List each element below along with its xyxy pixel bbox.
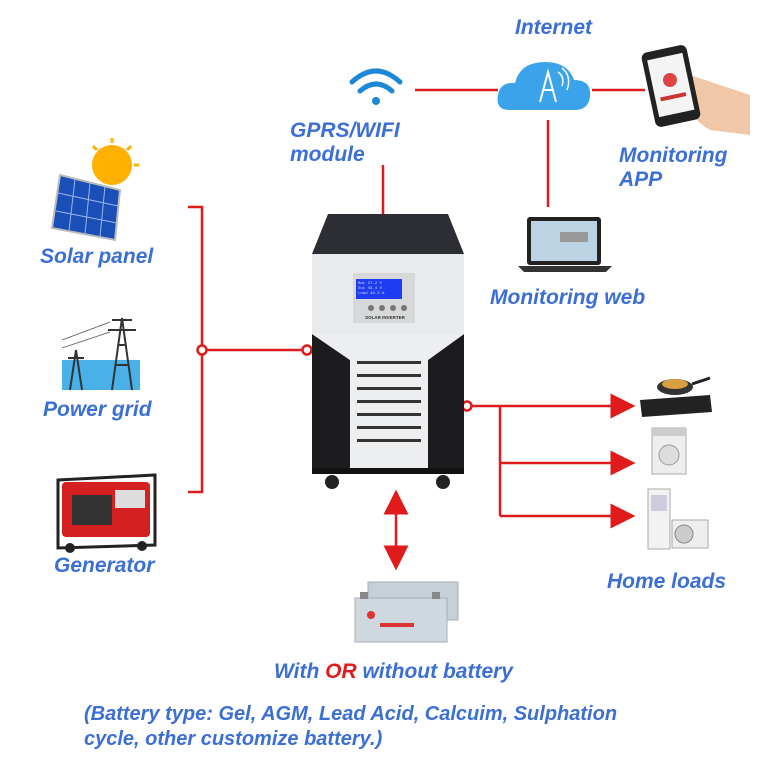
- battery-prefix: With: [274, 660, 326, 683]
- cloud-icon: [497, 62, 591, 110]
- solar-panel-icon: [50, 138, 139, 242]
- laptop-monitoring-icon: [518, 217, 612, 272]
- home-loads-label: Home loads: [607, 570, 727, 593]
- gprs-wifi-label-line2: module: [290, 143, 365, 166]
- battery-note-line1: (Battery type: Gel, AGM, Lead Acid, Calc…: [84, 703, 618, 725]
- battery-type-note: (Battery type: Gel, AGM, Lead Acid, Calc…: [84, 702, 617, 752]
- monitoring-app-label-line1: Monitoring: [619, 144, 728, 167]
- washing-machine-icon: [651, 427, 687, 475]
- power-grid-label: Power grid: [43, 398, 152, 421]
- inverter-brand-text: SOLAR INVERTER: [365, 315, 406, 320]
- battery-note-line2: cycle, other customize battery.): [84, 728, 383, 750]
- connection-lines: [188, 88, 645, 571]
- monitoring-web-label: Monitoring web: [490, 286, 646, 309]
- svg-text:Load 46.3 A: Load 46.3 A: [358, 291, 385, 296]
- battery-option-label: With OR without battery: [274, 660, 513, 684]
- monitoring-app-label-line2: APP: [619, 168, 663, 191]
- battery-or-highlight: OR: [325, 660, 357, 683]
- generator-label: Generator: [54, 554, 155, 577]
- wifi-icon: [349, 68, 403, 105]
- gprs-wifi-label-line1: GPRS/WIFI: [290, 119, 400, 142]
- air-conditioner-icon: [647, 488, 709, 550]
- cooktop-icon: [640, 376, 712, 417]
- battery-suffix: without battery: [356, 660, 513, 683]
- solar-panel-label: Solar panel: [40, 245, 154, 268]
- phone-app-icon: [641, 45, 750, 135]
- svg-text:Out 49.4 V: Out 49.4 V: [358, 287, 383, 291]
- svg-text:Bat 27.2 V: Bat 27.2 V: [358, 282, 383, 286]
- power-grid-icon: [61, 317, 140, 391]
- internet-label: Internet: [515, 16, 593, 39]
- generator-icon: [56, 473, 157, 553]
- battery-icon: [354, 581, 459, 643]
